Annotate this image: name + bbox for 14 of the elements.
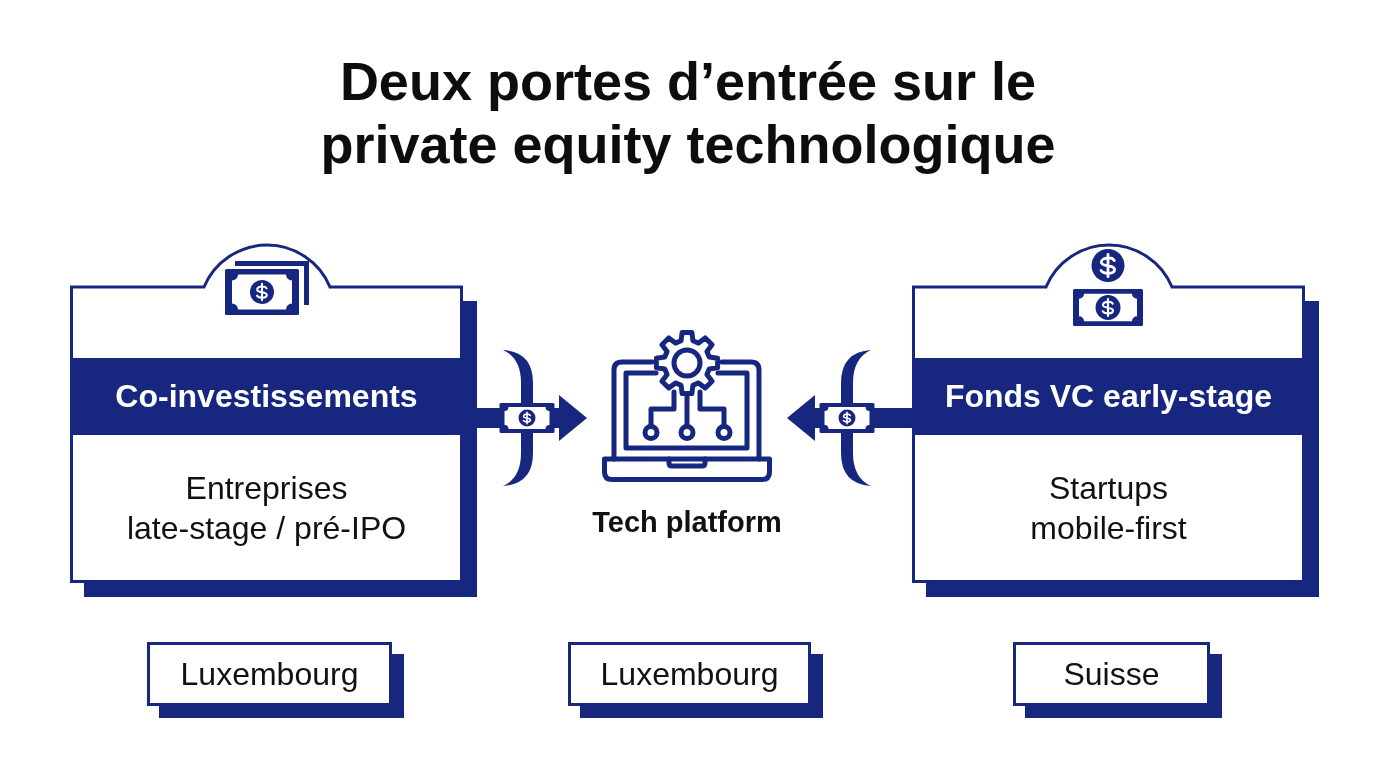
category-card xyxy=(912,242,1319,597)
location-tag xyxy=(147,642,404,718)
category-card xyxy=(70,242,477,597)
location-tag xyxy=(1013,642,1222,718)
card-heading: Fonds VC early-stage xyxy=(912,358,1305,435)
card-description: Entreprises late-stage / pré-IPO xyxy=(125,469,408,548)
platform-label: Tech platform xyxy=(591,505,783,540)
card-description: Startups mobile-first xyxy=(1029,469,1188,548)
title: Deux portes d’entrée sur le private equity technologique xyxy=(319,50,1057,176)
location-name: Luxembourg xyxy=(599,654,780,694)
location-name: Luxembourg xyxy=(179,654,360,694)
location-name: Suisse xyxy=(1062,654,1161,694)
location-tag xyxy=(568,642,823,718)
card-heading: Co-investissements xyxy=(70,358,463,435)
